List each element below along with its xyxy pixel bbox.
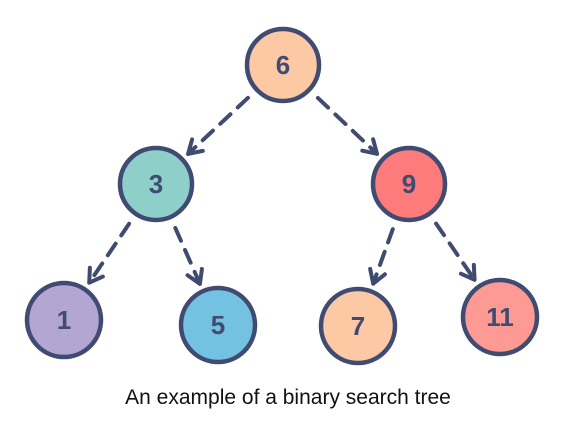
edge-n9-n7: [368, 227, 395, 286]
edge-arrowhead: [360, 137, 380, 156]
edge-line: [371, 227, 395, 286]
node-circle: [178, 285, 258, 365]
edge-line: [87, 221, 132, 285]
tree-node-n9: 9: [370, 145, 448, 223]
node-label: 9: [402, 169, 416, 199]
edge-line: [434, 221, 477, 282]
node-label: 6: [276, 50, 290, 80]
node-label: 3: [149, 169, 163, 199]
tree-node-n3: 3: [117, 145, 195, 223]
edge-arrowhead: [87, 265, 105, 285]
edge-n3-n1: [87, 221, 132, 285]
edge-arrowhead: [458, 262, 477, 282]
tree-node-n5: 5: [178, 285, 258, 365]
tree-node-n6: 6: [244, 26, 322, 104]
tree-node-n1: 1: [24, 280, 104, 360]
tree-node-n11: 11: [460, 277, 540, 357]
edge-n6-n3: [186, 95, 250, 156]
edge-line: [315, 95, 380, 156]
edges-layer: [87, 95, 477, 286]
edge-arrowhead: [368, 266, 387, 286]
node-circle: [117, 145, 195, 223]
node-circle: [24, 280, 104, 360]
edge-line: [186, 95, 250, 156]
node-label: 5: [211, 310, 225, 340]
node-circle: [370, 145, 448, 223]
edge-arrowhead: [186, 137, 205, 156]
edge-n9-n11: [434, 221, 477, 282]
diagram-caption: An example of a binary search tree: [125, 386, 451, 409]
node-circle: [244, 26, 322, 104]
tree-node-n7: 7: [318, 286, 398, 366]
node-circle: [318, 286, 398, 366]
edge-n3-n5: [173, 225, 204, 286]
edge-line: [173, 225, 202, 286]
edge-n6-n9: [315, 95, 380, 156]
node-label: 1: [57, 305, 71, 335]
edge-arrowhead: [185, 266, 204, 286]
node-circle: [460, 277, 540, 357]
node-label: 7: [351, 311, 365, 341]
node-label: 11: [486, 302, 514, 332]
